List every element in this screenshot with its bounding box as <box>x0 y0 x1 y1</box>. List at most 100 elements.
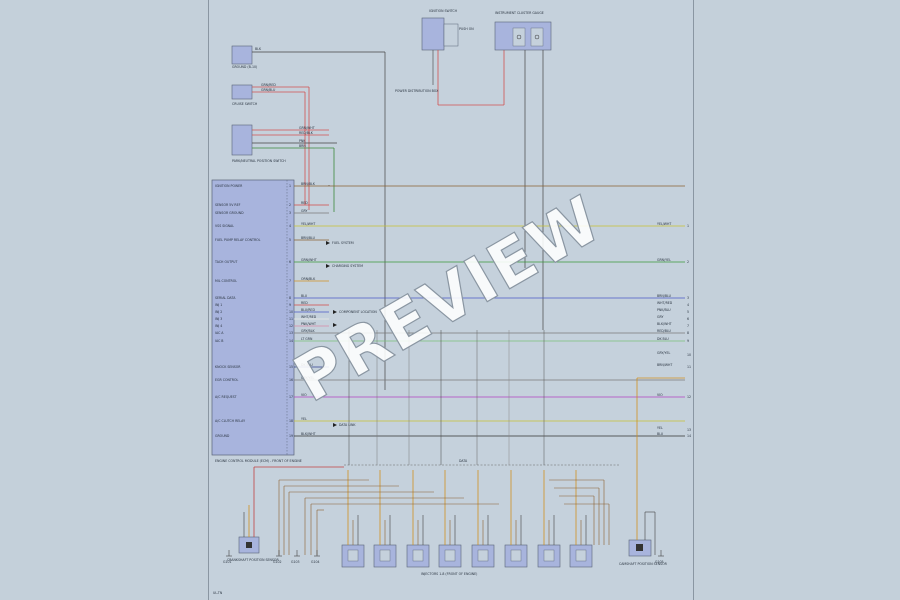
right-pin-number: 11 <box>687 365 691 369</box>
ground-component-wire: BLK <box>255 47 262 51</box>
ground-component-label: GROUND (B-10) <box>232 65 257 69</box>
injector-coil <box>543 549 555 562</box>
pn-wire-3: PNK <box>299 139 306 143</box>
wiring-diagram-sheet: GROUND (B-10) BLK CRUISE SWITCH GRN/RED … <box>208 0 694 600</box>
injector-coil <box>575 549 587 562</box>
ecm-pin-number: 8 <box>289 296 291 300</box>
footer-code: UL-TN <box>213 591 223 595</box>
right-pin-number: 2 <box>687 260 689 264</box>
ecm-pin-number: 5 <box>289 238 291 242</box>
right-pin-number: 9 <box>687 339 689 343</box>
note-fuel-text: FUEL SYSTEM <box>332 241 354 245</box>
gauge-title: INSTRUMENT CLUSTER GAUGE <box>495 11 544 15</box>
ecm-pin-label: MIL CONTROL <box>215 279 237 283</box>
data-bus: DATA <box>344 459 619 466</box>
instrument-gauge: INSTRUMENT CLUSTER GAUGE <box>494 11 552 330</box>
note-component: COMPONENT LOCATION <box>333 310 377 327</box>
right-wire-label: PNK/BLU <box>657 308 671 312</box>
ecm-pin-wire: YEL/WHT <box>301 222 315 226</box>
ecm-pin-label: IGNITION POWER <box>215 184 243 188</box>
injector-coil <box>379 549 391 562</box>
right-pin-number: 6 <box>687 317 689 321</box>
bus-label: DATA <box>459 459 468 463</box>
ecm-pin-number: 9 <box>289 303 291 307</box>
right-wire-label: BLK/WHT <box>657 322 672 326</box>
ecm-pin-number: 1 <box>289 184 291 188</box>
camshaft-sensor: CAMSHAFT POSITION SENSOR <box>619 377 685 566</box>
ecm-pin-wire: ORN/BLK <box>301 277 316 281</box>
crankshaft-sensor: CRANKSHAFT POSITION SENSOR <box>227 500 279 562</box>
right-wire-label: BLU <box>657 432 664 436</box>
injector-coil <box>347 549 359 562</box>
ground-label: G105 <box>655 560 664 564</box>
ecm-pin-wire: LT GRN <box>301 337 313 341</box>
ecm-pin-label: VSS SIGNAL <box>215 224 234 228</box>
right-wire-label: GRY <box>657 315 663 319</box>
fuse-label: POWER DISTRIBUTION BOX <box>395 89 439 93</box>
ecm-pin-wire: GRY/BLK <box>301 329 315 333</box>
ground-label: G104 <box>311 560 320 564</box>
ecm-pin-wire: VIO <box>301 393 307 397</box>
right-wire-label: YEL/WHT <box>657 222 671 226</box>
right-pin-number: 3 <box>687 296 689 300</box>
ecm-pin-wire: BLU <box>301 294 308 298</box>
right-wire-label: WHT/RED <box>657 301 673 305</box>
right-pin-number: 1 <box>687 224 689 228</box>
ecm-module: ENGINE CONTROL MODULE (ECM) - FRONT OF E… <box>211 179 685 463</box>
injector-coil <box>444 549 456 562</box>
ecm-pin-number: 3 <box>289 211 291 215</box>
injector-coil <box>477 549 489 562</box>
pn-wire-1: GRN/WHT <box>299 126 315 130</box>
ecm-pin-wire: BLU/RED <box>301 308 315 312</box>
note-data: DATA LINK <box>333 423 356 427</box>
ground-label: G101 <box>223 560 232 564</box>
right-pin-number: 5 <box>687 310 689 314</box>
ignition-switch-title: IGNITION SWITCH <box>429 9 458 13</box>
right-pin-number: 7 <box>687 324 689 328</box>
ecm-pin-number: 6 <box>289 260 291 264</box>
ecm-pin-label: IAC A <box>215 331 224 335</box>
ecm-pin-label: EGR CONTROL <box>215 378 239 382</box>
ecm-pin-number: 12 <box>289 324 293 328</box>
right-pin-number: 10 <box>687 353 691 357</box>
right-wire-label: RED/BLU <box>657 329 672 333</box>
ecm-pin-label: INJ 2 <box>215 310 222 314</box>
ecm-pin-label: SERIAL DATA <box>215 296 236 300</box>
ecm-pin-label: KNOCK SENSOR <box>215 365 241 369</box>
right-pin-number: 12 <box>687 395 691 399</box>
ecm-pin-number: 17 <box>289 395 293 399</box>
note-component-text: COMPONENT LOCATION <box>339 310 377 314</box>
note-fuel: FUEL SYSTEM <box>326 241 354 245</box>
ecm-pin-number: 15 <box>289 365 293 369</box>
ecm-pin-label: SENSOR GROUND <box>215 211 244 215</box>
ecm-pin-label: INJ 4 <box>215 324 222 328</box>
right-pin-number: 8 <box>687 331 689 335</box>
right-wire-label: GRN/YEL <box>657 258 671 262</box>
right-wire-label: YEL <box>657 426 663 430</box>
right-pin-number: 4 <box>687 303 689 307</box>
ground-label: G102 <box>273 560 282 564</box>
ignition-switch: IGNITION SWITCH PUSH ON POWER DISTRIBUTI… <box>395 9 505 106</box>
right-pin-number: 13 <box>687 428 691 432</box>
injectors-label: INJECTORS 1-8 (FRONT OF ENGINE) <box>421 572 477 576</box>
note-data-text: DATA LINK <box>339 423 356 427</box>
right-wire-label: BRN/WHT <box>657 363 672 367</box>
park-neutral-label: PARK/NEUTRAL POSITION SWITCH <box>232 159 286 163</box>
ecm-pin-label: GROUND <box>215 434 230 438</box>
ecm-pin-number: 18 <box>289 419 293 423</box>
ecm-pin-number: 14 <box>289 339 293 343</box>
ecm-pin-label: SENSOR 5V REF <box>215 203 241 207</box>
ecm-pin-wire: RED <box>301 201 308 205</box>
note-charging-text: CHARGING SYSTEM <box>332 264 363 268</box>
ecm-pin-wire: GRY <box>301 209 307 213</box>
right-wire-label: GRY/YEL <box>657 351 670 355</box>
ecm-pin-label: INJ 3 <box>215 317 222 321</box>
ecm-pin-label: A/C REQUEST <box>215 395 237 399</box>
right-pin-number: 14 <box>687 434 691 438</box>
ecm-pin-wire: WHT/RED <box>301 315 317 319</box>
cam-label: CAMSHAFT POSITION SENSOR <box>619 562 668 566</box>
ecm-pin-number: 10 <box>289 310 293 314</box>
ecm-pin-wire: DK BLU <box>301 363 313 367</box>
note-charging: CHARGING SYSTEM <box>326 264 363 268</box>
pn-wire-2: RED/BLK <box>299 131 314 135</box>
